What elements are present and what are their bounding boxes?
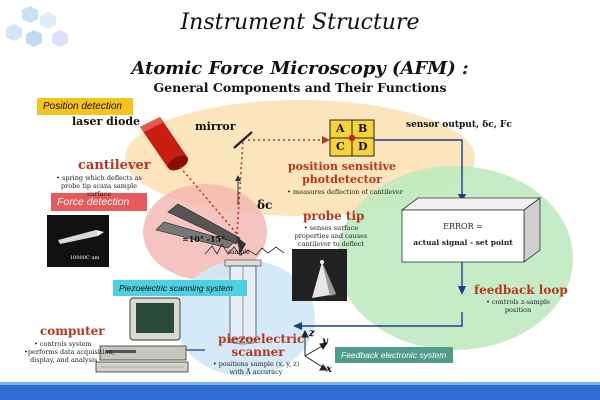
axis-y-label: y [322, 336, 328, 347]
delta-c-label: δc [257, 198, 273, 212]
page-title: Instrument Structure [180, 10, 420, 35]
beam-arrowhead [322, 136, 330, 144]
laser-diode-label: laser diode [72, 115, 141, 128]
sensor-output-label: sensor output, δc, Fc [406, 120, 512, 130]
diagram-subheading: General Components and Their Functions [153, 80, 447, 95]
sample-label: sample [228, 249, 250, 256]
feedback-loop-name: feedback loop [474, 283, 568, 297]
error-box-line2: actual signal - set point [413, 238, 513, 247]
photodetector-desc: • measures deflection of cantilever [287, 188, 403, 196]
quadrant-b: B [358, 122, 368, 135]
decorative-hexagons [6, 6, 68, 47]
quadrant-c: C [336, 140, 345, 153]
scale-bar-label: 10000C um [70, 255, 100, 261]
mirror-label: mirror [195, 120, 236, 133]
photodetector-graphic [329, 119, 375, 157]
computer-graphic [95, 297, 189, 373]
tag-position-detection: Position detection [37, 98, 133, 115]
piezo-scanner-name: piezoelectric scanner [218, 332, 305, 359]
piezo-tube-graphic [224, 259, 262, 345]
quadrant-a: A [336, 122, 345, 135]
photodetector-name: position sensitive photdetector [287, 160, 397, 186]
sample-surface [204, 243, 285, 256]
bottom-bar [0, 382, 600, 400]
probe-tip-name: probe tip [303, 209, 365, 223]
axis-x-label: x [326, 364, 332, 375]
feedback-loop-desc: • controls z-sample position [486, 298, 550, 314]
cantilever-sem-image [47, 215, 109, 267]
tag-force-detection: Force detection [51, 193, 147, 211]
diagram-heading: Atomic Force Microscopy (AFM) : [131, 58, 469, 79]
probe-tip-sem-image [292, 249, 347, 301]
computer-name: computer [40, 324, 105, 338]
quadrant-d: D [358, 140, 368, 153]
error-box-graphic [400, 197, 542, 263]
cantilever-graphic [155, 203, 246, 254]
computer-desc-2: •performs data acquisition, [24, 348, 115, 356]
mirror-graphic [233, 131, 253, 149]
error-box-line1: ERROR = [443, 222, 483, 231]
axis-z-label: z [309, 328, 315, 339]
tag-feedback-electronic: Feedback electronic system [335, 347, 453, 363]
laser-beam [179, 139, 328, 235]
laser-diode-graphic [140, 117, 189, 171]
computer-desc-3: display, and analysis [30, 356, 98, 364]
tag-piezo-scanning: Piezoelectric scanning system [113, 280, 247, 296]
xyz-axes [301, 329, 329, 371]
angle-label: ≈10° -15° [182, 234, 226, 244]
cantilever-desc: • spring which deflects as probe tip sca… [56, 174, 142, 198]
computer-desc-1: • controls system [34, 340, 92, 348]
probe-tip-desc: • senses surface properties and causes c… [294, 224, 368, 248]
piezo-scanner-desc: • positions sample (x, y, z) with Å accu… [212, 360, 300, 376]
cantilever-name: cantilever [78, 158, 151, 173]
